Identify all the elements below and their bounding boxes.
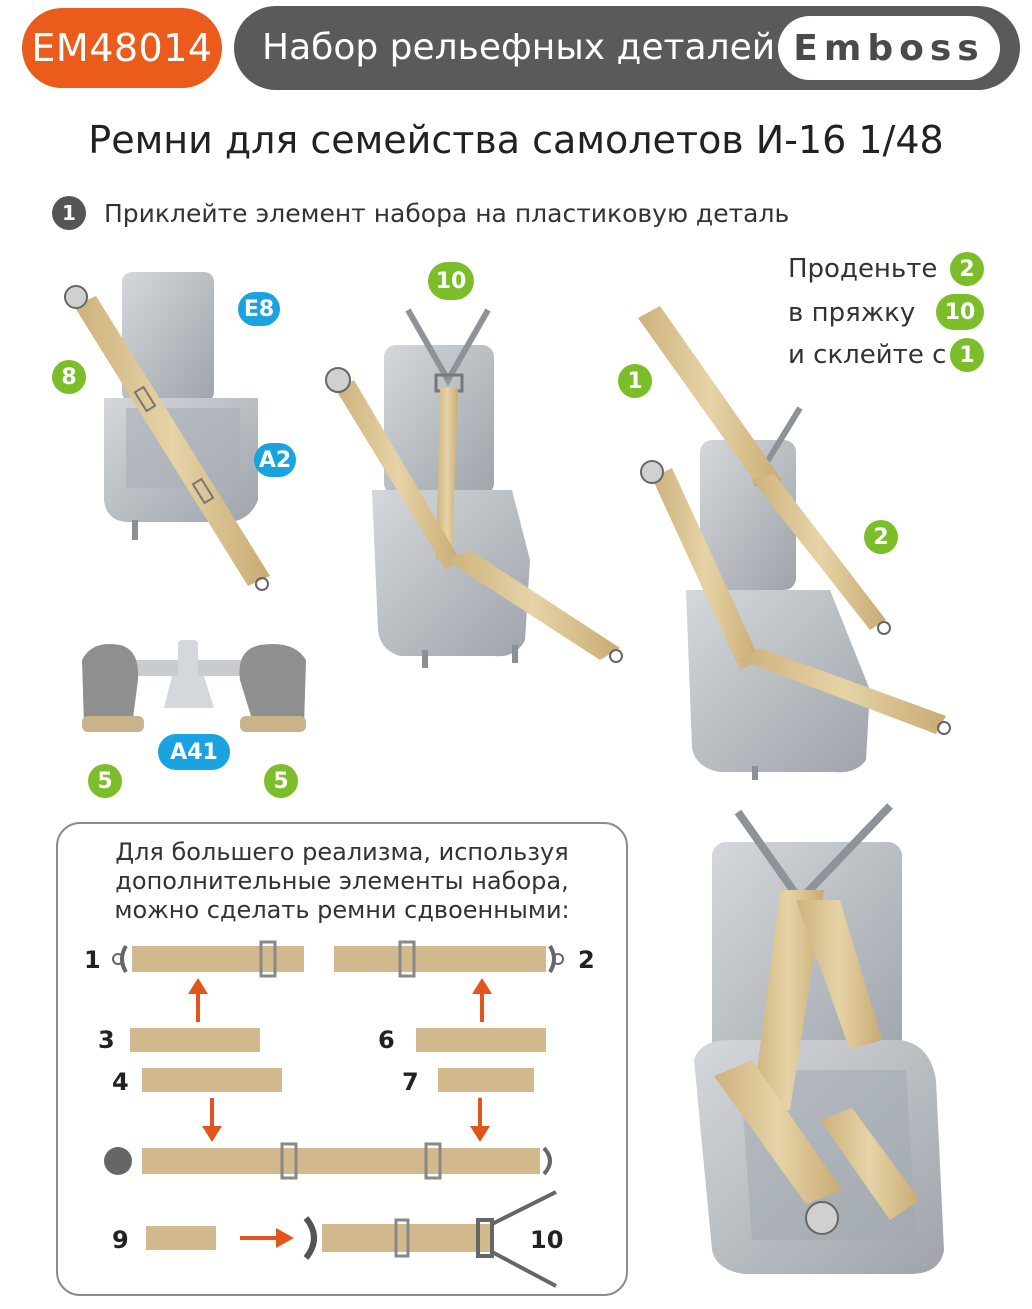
label-part-2: 2 [578,946,595,974]
callout-8: 8 [52,360,86,394]
instruction-line-2: в пряжку [788,298,916,328]
step-text: Приклейте элемент набора на пластиковую … [104,198,790,228]
figure-5-closeup [694,803,944,1274]
label-part-7: 7 [402,1068,419,1096]
label-part-3: 3 [98,1026,115,1054]
callout-a2: A2 [254,443,296,477]
step-number: 1 [52,196,86,230]
doubled-strap-box [56,822,628,1296]
box-text-line-2: дополнительные элементы набора, [115,867,569,895]
callout-1: 1 [618,364,652,398]
instruction-part-2: 2 [950,252,984,286]
label-part-9: 9 [112,1226,129,1254]
callout-e8: E8 [238,292,280,326]
brand-text: Emboss [793,27,985,69]
page-title: Ремни для семейства самолетов И-16 1/48 [88,118,944,162]
instruction-line-1: Проденьте [788,254,938,284]
kit-title-bar: Набор рельефных деталей Emboss [234,6,1020,90]
figure-1-seat [64,272,270,591]
callout-10: 10 [428,262,474,300]
instruction-part-1: 1 [950,338,984,372]
kit-title: Набор рельефных деталей [262,27,776,68]
step-1: 1 Приклейте элемент набора на пластикову… [52,196,789,230]
figure-4-part-a41 [82,640,306,732]
box-text-line-3: можно сделать ремни сдвоенными: [114,896,570,924]
callout-a41: A41 [158,734,230,770]
callout-2: 2 [864,520,898,554]
box-text-line-1: Для большего реализма, используя [115,838,569,866]
label-part-6: 6 [378,1026,395,1054]
instruction-part-10: 10 [936,294,984,330]
doubled-strap-diagram [104,940,564,1288]
callout-5-left: 5 [88,764,122,798]
figure-2-seat [325,308,623,668]
kit-code-badge: EM48014 [22,8,222,88]
label-part-1: 1 [84,946,101,974]
label-part-4: 4 [112,1068,129,1096]
doubled-strap-text: Для большего реализма, используя дополни… [70,838,614,925]
brand-logo: Emboss [778,16,1000,80]
figure-3-seat [638,306,951,780]
callout-5-right: 5 [264,764,298,798]
kit-code: EM48014 [31,26,213,70]
label-part-10: 10 [530,1226,564,1254]
instruction-line-3: и склейте с [788,340,947,370]
